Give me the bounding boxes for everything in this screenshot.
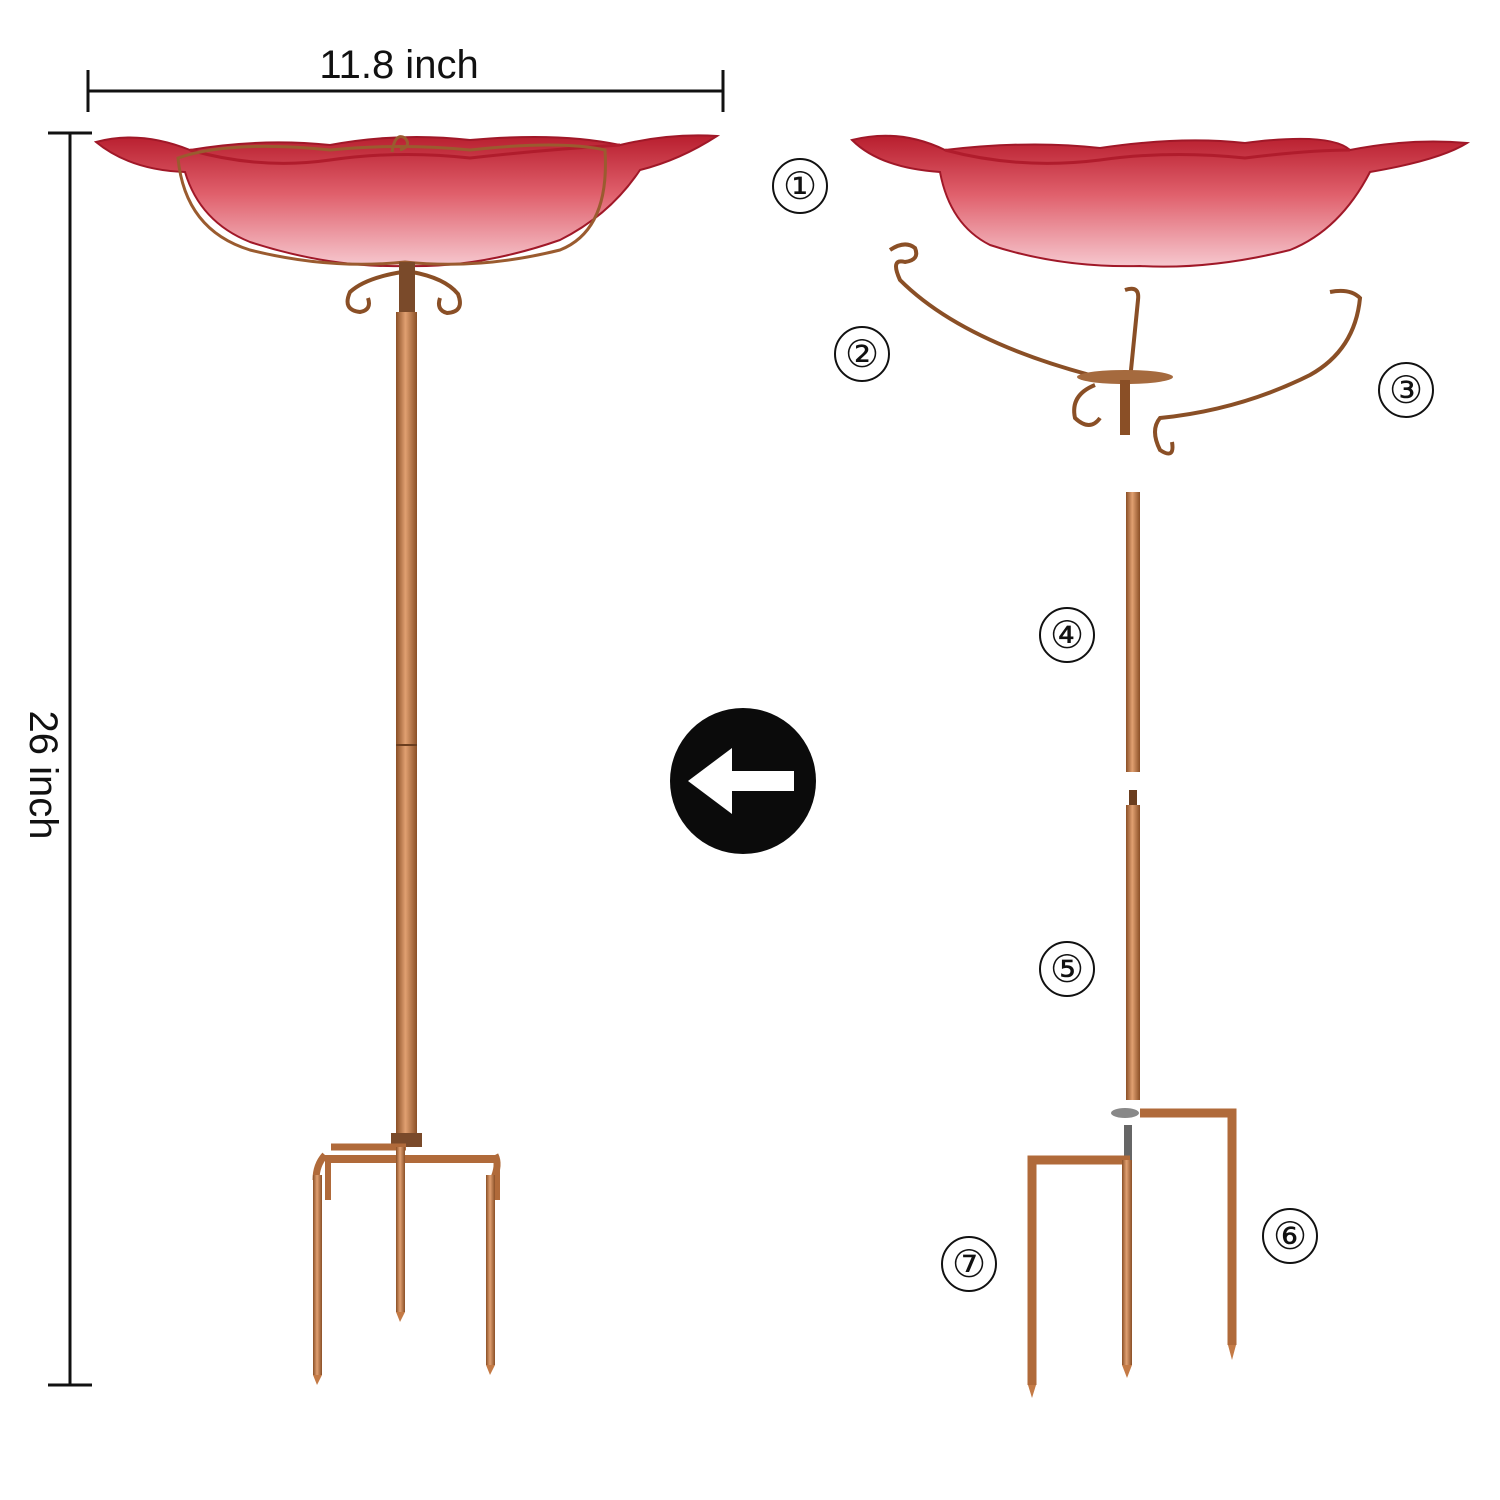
part-stake-left [1027,1155,1130,1385]
part-holder-right [1153,288,1363,456]
part-number-3: ③ [1378,362,1434,418]
part-number-2: ② [834,326,890,382]
part-number-1: ① [772,158,828,214]
assembled-bird-bath [93,134,721,1385]
part-lower-pole [1126,805,1140,1100]
width-dimension-line [86,70,725,112]
part-bowl [850,134,1471,268]
part-stake-right [1140,1108,1237,1345]
part-number-5: ⑤ [1039,941,1095,997]
assembled-bowl [93,134,721,268]
height-dimension-line [48,131,92,1387]
part-number-7: ⑦ [941,1236,997,1292]
left-arrow-glyph [688,748,794,814]
part-holder-left [888,242,1091,377]
exploded-parts [850,134,1471,1398]
part-upper-pole [1126,492,1140,772]
left-arrow-icon [670,708,816,854]
height-dimension-label: 26 inch [21,710,65,840]
width-dimension-label: 11.8 inch [319,43,479,87]
part-number-4: ④ [1039,607,1095,663]
part-number-6: ⑥ [1262,1208,1318,1264]
